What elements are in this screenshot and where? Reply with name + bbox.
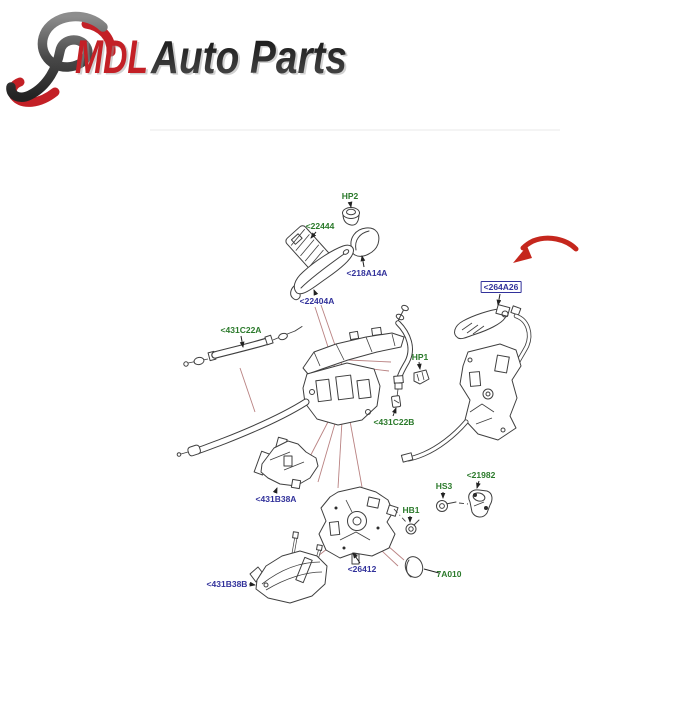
part-label-26412[interactable]: <26412 [347, 564, 377, 574]
latch-shield-upper-part [253, 436, 319, 490]
part-label-hb1[interactable]: HB1 [402, 505, 420, 515]
latch-shield-lower-part [249, 531, 328, 604]
brand-logo: MDL MDL Auto Parts Auto Parts [6, 11, 349, 107]
grommet-knob-part [404, 556, 424, 578]
part-label-21982[interactable]: <21982 [466, 470, 496, 480]
part-label-218a14a[interactable]: <218A14A [346, 268, 388, 278]
handle-cap-part [350, 227, 380, 257]
handle-reinforcement-assembly [302, 326, 405, 426]
selected-part-arrow-icon [513, 235, 579, 263]
grommet-part [342, 207, 360, 226]
part-label-431b38b[interactable]: <431B38B [206, 579, 248, 589]
cable-clip-part [413, 369, 430, 385]
brand-secondary-shadow: Auto Parts [152, 33, 349, 85]
part-label-hp1[interactable]: HP1 [411, 352, 429, 362]
release-cable-part [183, 326, 303, 367]
label-leader-lines [239, 201, 502, 587]
part-label-22444[interactable]: <22444 [305, 221, 335, 231]
brand-secondary-text: Auto Parts [150, 31, 347, 83]
door-handle-part [290, 244, 354, 301]
part-label-431c22b[interactable]: <431C22B [373, 417, 415, 427]
part-label-264a26-selected[interactable]: <264A26 [480, 281, 522, 293]
screw-hs3-part [436, 500, 469, 512]
brand-primary-shadow: MDL [77, 32, 150, 85]
logo-swoosh-icon [6, 11, 116, 107]
part-label-7a010[interactable]: 7A010 [436, 569, 462, 579]
striker-part [468, 489, 493, 518]
door-latch-part [318, 486, 399, 565]
lock-rod-cable-part [391, 304, 413, 408]
part-label-hs3[interactable]: HS3 [435, 481, 453, 491]
door-latch-actuator-assembly [400, 304, 532, 463]
part-label-431b38a[interactable]: <431B38A [255, 494, 297, 504]
bowden-tube [176, 398, 310, 457]
part-label-22404a[interactable]: <22404A [299, 296, 335, 306]
part-label-hp2[interactable]: HP2 [341, 191, 359, 201]
part-label-431c22a[interactable]: <431C22A [220, 325, 262, 335]
brand-primary-text: MDL [75, 30, 148, 83]
screw-hb1-part [393, 508, 420, 535]
